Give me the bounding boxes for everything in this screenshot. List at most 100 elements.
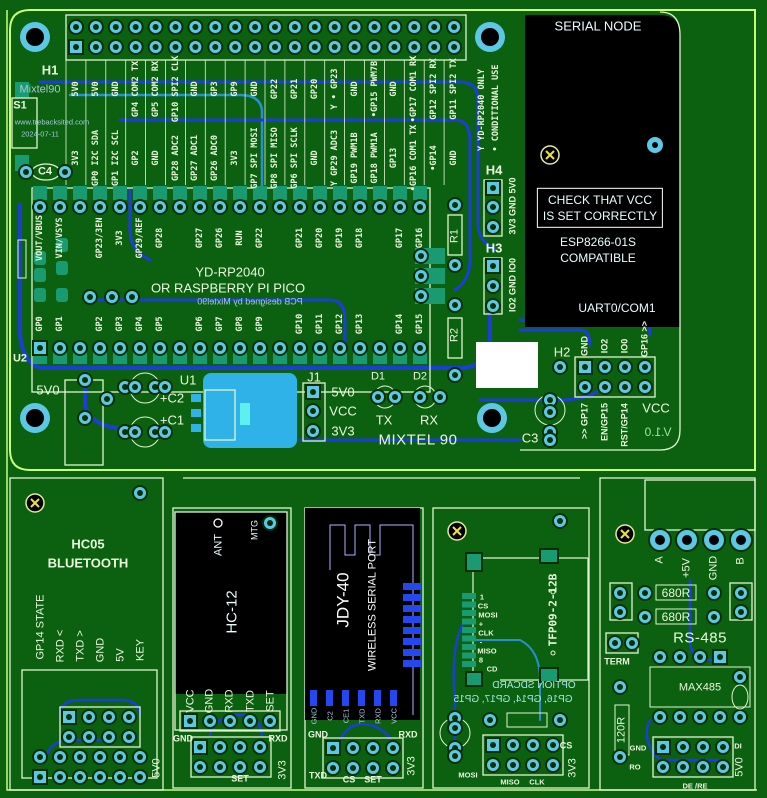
d2-ref: D2	[412, 370, 428, 383]
pad-drill	[411, 44, 418, 50]
sd-contact-pad	[462, 627, 476, 633]
smd-pad	[56, 288, 68, 302]
pad-drill	[177, 345, 183, 351]
pad-drill	[86, 714, 92, 720]
header-lower-label: GP0 I2C SDA	[90, 129, 101, 187]
jdy40-module-area	[305, 508, 420, 720]
pad-drill	[530, 742, 536, 748]
pad-drill	[257, 204, 263, 210]
pad-drill	[411, 24, 418, 30]
pad-drill	[530, 762, 536, 768]
pad-drill	[418, 273, 424, 279]
rs485-ro-label: RO	[629, 762, 641, 772]
pad-drill	[617, 590, 623, 596]
pad-drill	[357, 204, 363, 210]
usb-outline	[17, 239, 27, 279]
jdy40-bottom-pad	[358, 690, 365, 706]
header-lower-label: GP26 ADC0	[210, 134, 221, 182]
pad-drill	[310, 389, 316, 395]
pad-drill	[490, 224, 496, 230]
pad-drill	[297, 345, 303, 351]
header-upper-label: 5V0	[70, 81, 81, 97]
c4-ref: C4	[37, 165, 53, 178]
pico-castellation	[153, 186, 167, 200]
pad-drill	[370, 765, 376, 771]
pad-drill	[737, 714, 743, 720]
rs485-term-resistor: 120R	[615, 716, 628, 744]
smd-pad	[34, 251, 46, 265]
watermark-url: www.trebacksited.com	[14, 117, 90, 127]
pico-castellation	[253, 186, 267, 200]
pad-drill	[227, 718, 233, 724]
jdy40-title: JDY-40	[333, 572, 353, 628]
pad-drill	[550, 762, 556, 768]
sd-contact-pad	[462, 601, 476, 608]
header-upper-label: GND	[349, 81, 360, 97]
jdy40-side-pad	[403, 627, 421, 634]
pico-castellation	[213, 186, 227, 200]
pad-drill	[557, 518, 563, 524]
pad-drill	[377, 345, 383, 351]
hc12-power-label: 3V3	[276, 760, 289, 780]
sd-pin-1: 1	[479, 592, 485, 602]
pad-drill	[267, 718, 273, 724]
sd-tab-pad	[539, 667, 559, 683]
hc05-pin-state: GP14 STATE	[34, 594, 47, 660]
pad-drill	[602, 364, 608, 370]
pad-drill	[311, 24, 318, 30]
hc05-outline	[9, 477, 164, 791]
pad-drill	[711, 614, 717, 620]
pad-drill	[680, 744, 686, 750]
pad-drill	[57, 774, 63, 780]
pico-castellation	[273, 186, 287, 200]
pad-drill	[310, 428, 316, 434]
hc05-connector-outline	[21, 669, 158, 779]
pico-top-pin-label: 3V3	[114, 230, 125, 246]
d1-ref: D1	[370, 370, 386, 383]
pad-drill	[237, 345, 243, 351]
h3-ref: H3	[485, 240, 503, 256]
pad-drill	[452, 372, 458, 378]
pad-drill	[112, 24, 119, 30]
pico-top-pin-label: GP28	[154, 227, 165, 249]
pad-drill	[437, 394, 443, 400]
pad-drill	[217, 744, 223, 750]
pad-drill	[738, 590, 744, 596]
pad-drill	[547, 409, 553, 415]
hc12-pin-gnd: GND	[203, 688, 216, 714]
pad-drill	[490, 263, 496, 269]
jdy40-bottom-pad	[374, 690, 381, 706]
h2-label-en: EN/GP15	[599, 402, 610, 442]
h4-label: 3V3 GND 5V0	[507, 177, 518, 235]
c2-ref: +C2	[159, 390, 185, 406]
sd-contact-pad	[462, 610, 476, 616]
sd-header-outline	[482, 734, 564, 776]
pad-drill	[375, 394, 381, 400]
rs485-term-5v: +5V	[680, 558, 693, 578]
jdy40-subtitle: WIRELESS SERIAL PORT	[366, 538, 379, 672]
pad-drill	[104, 396, 110, 402]
jdy40-pin-txd: TXD	[357, 708, 367, 724]
pad-drill	[217, 204, 223, 210]
pad-drill	[157, 204, 163, 210]
sd-clk-label: CLK	[529, 777, 545, 787]
fiducial-cross	[30, 498, 40, 508]
hc05-power-label: 5V0	[150, 758, 163, 778]
pico-castellation	[93, 186, 107, 200]
pad-drill	[371, 44, 378, 50]
hc12-outline	[172, 507, 292, 789]
pad-drill	[97, 345, 103, 351]
pad-drill	[700, 744, 706, 750]
pad-drill	[547, 437, 553, 443]
pad-drill	[73, 44, 79, 50]
sd-contact-pad	[462, 644, 476, 650]
pad-drill	[277, 204, 283, 210]
pico-castellation	[333, 186, 347, 200]
jdy40-txd-label: TXD	[309, 770, 327, 781]
regulator-pin	[191, 394, 201, 402]
terminal-drill	[682, 535, 692, 545]
rs485-de-re-label: DE /RE	[682, 781, 708, 791]
copper-trace	[452, 618, 468, 762]
pad-drill	[237, 764, 243, 770]
copper-trace	[118, 118, 472, 292]
